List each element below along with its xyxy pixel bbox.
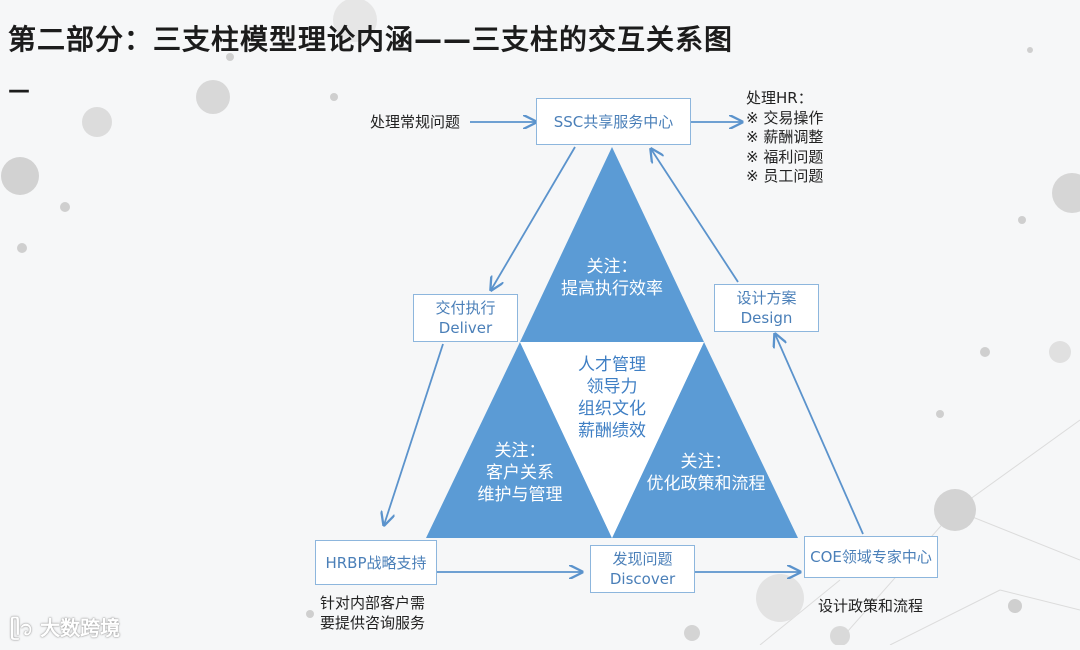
left-triangle-text: 关注： 客户关系 维护与管理: [460, 440, 580, 506]
focus-value: 维护与管理: [477, 485, 563, 505]
arrow-deliver-hrbp: [384, 343, 444, 525]
focus-label: 关注：: [586, 257, 638, 277]
design-box: 设计方案 Design: [714, 284, 819, 332]
deliver-box: 交付执行 Deliver: [413, 294, 518, 342]
coe-note: 设计政策和流程: [818, 597, 924, 615]
arrow-ssc-deliver: [491, 146, 576, 290]
deliver-label-cn: 交付执行: [435, 299, 496, 317]
ssc-label: SSC共享服务中心: [553, 112, 674, 131]
hrbp-label: HRBP战略支持: [325, 553, 427, 572]
arrow-coe-design: [775, 334, 864, 535]
hr-task-item: ※ 福利问题: [746, 147, 824, 166]
hr-task-item: ※ 员工问题: [746, 167, 824, 185]
discover-box: 发现问题 Discover: [590, 545, 695, 593]
ssc-input-label: 处理常规问题: [370, 113, 461, 131]
triangle-right: [612, 342, 798, 538]
hr-task-item: ※ 薪酬调整: [746, 128, 824, 146]
watermark-logo-icon: ᥫ᭡: [10, 616, 41, 640]
center-item: 组织文化: [578, 399, 646, 419]
triangle-left: [426, 342, 612, 538]
title-dash: —: [8, 78, 30, 103]
center-item: 领导力: [586, 377, 638, 397]
hrbp-note-line: 针对内部客户需: [320, 594, 426, 612]
focus-value: 客户关系: [486, 463, 554, 483]
hrbp-note: 针对内部客户需 要提供咨询服务: [320, 593, 425, 633]
focus-value: 提高执行效率: [561, 279, 663, 299]
center-item: 人才管理: [578, 355, 646, 375]
focus-label: 关注：: [494, 441, 546, 461]
hr-task-list: 处理HR： ※ 交易操作 ※ 薪酬调整 ※ 福利问题 ※ 员工问题: [746, 89, 823, 187]
coe-box: COE领域专家中心: [804, 536, 938, 578]
focus-label: 关注：: [680, 452, 732, 472]
focus-value: 优化政策和流程: [646, 474, 766, 494]
design-label-cn: 设计方案: [736, 289, 797, 307]
ssc-box: SSC共享服务中心: [536, 98, 691, 145]
watermark-text: 大数跨境: [40, 616, 121, 640]
coe-label: COE领域专家中心: [810, 548, 932, 566]
page-title: 第二部分：三支柱模型理论内涵——三支柱的交互关系图: [8, 23, 734, 56]
arrow-design-ssc: [651, 149, 739, 283]
center-item: 薪酬绩效: [578, 421, 646, 441]
watermark: ᥫ᭡ 大数跨境: [10, 612, 120, 650]
hrbp-box: HRBP战略支持: [315, 540, 437, 585]
discover-label-en: Discover: [609, 570, 676, 588]
hr-task-heading: 处理HR：: [746, 89, 813, 107]
top-triangle-text: 关注： 提高执行效率: [552, 256, 672, 300]
triangle-center: [520, 342, 704, 538]
triangle-top: [520, 147, 704, 342]
right-triangle-text: 关注： 优化政策和流程: [636, 451, 776, 495]
deliver-label-en: Deliver: [438, 319, 493, 337]
center-triangle-text: 人才管理 领导力 组织文化 薪酬绩效: [557, 354, 667, 442]
discover-label-cn: 发现问题: [612, 550, 673, 568]
design-label-en: Design: [740, 309, 793, 327]
hrbp-note-line: 要提供咨询服务: [320, 614, 426, 632]
hr-task-item: ※ 交易操作: [746, 108, 824, 127]
